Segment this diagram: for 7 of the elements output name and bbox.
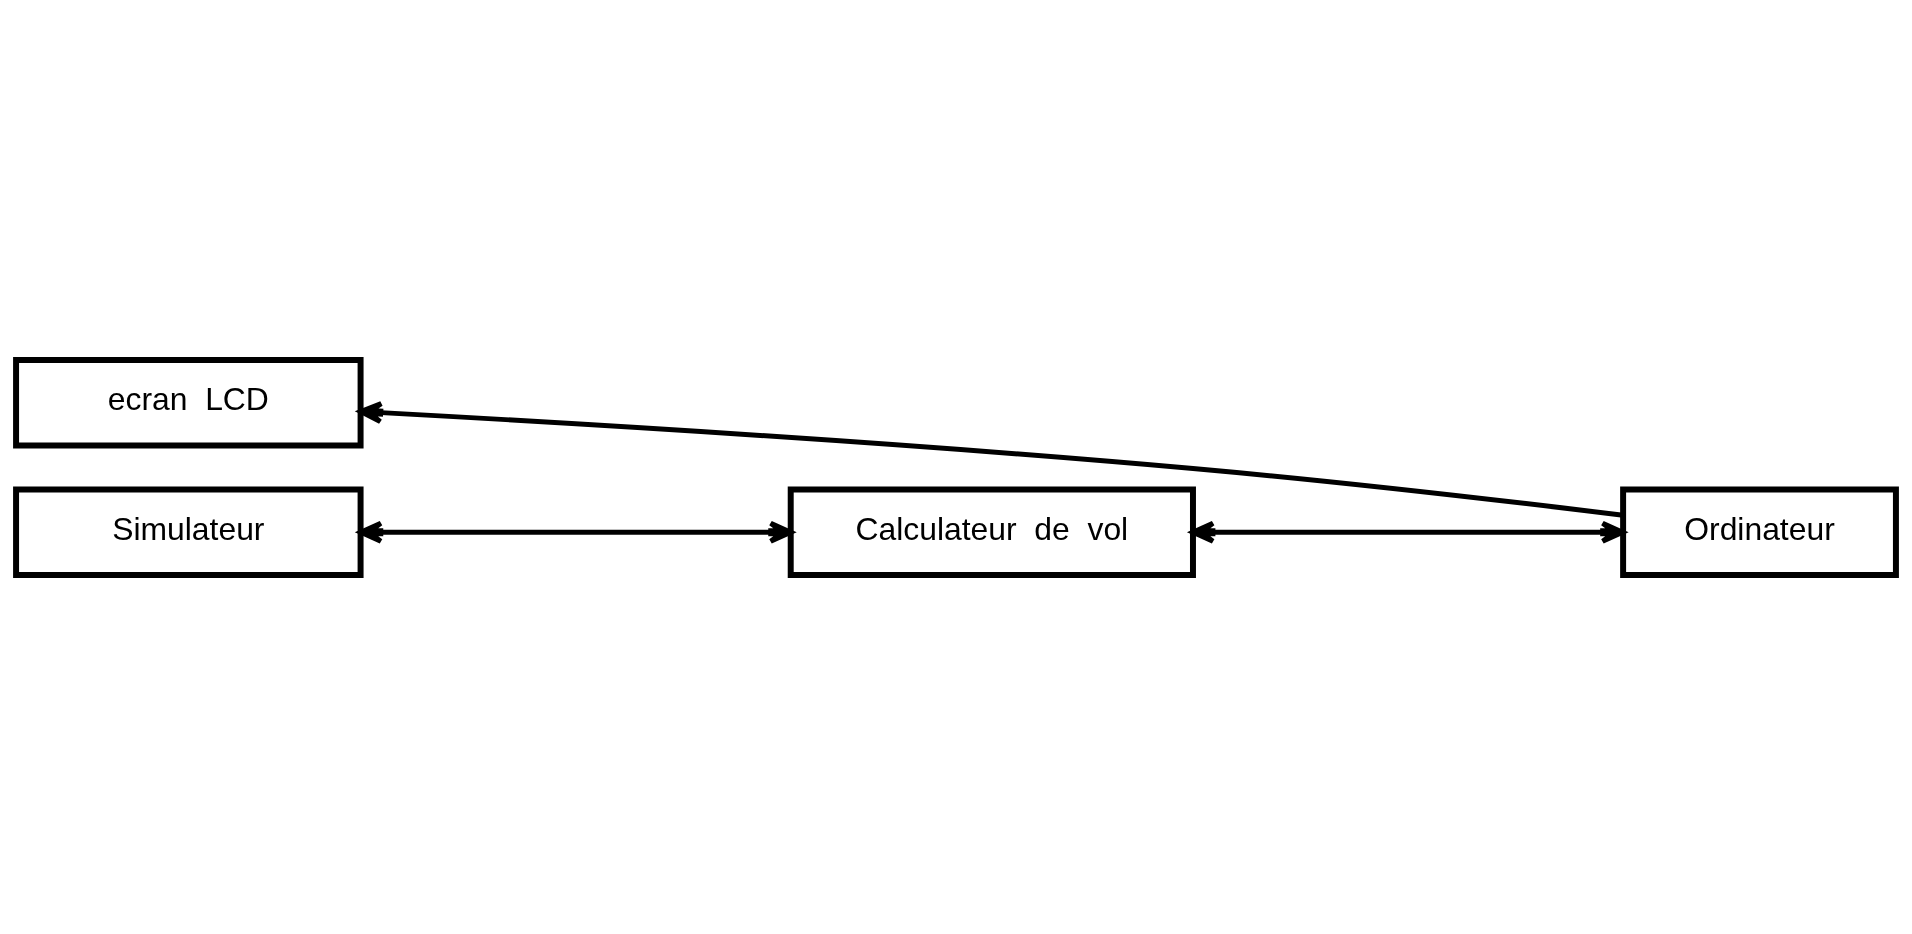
node-box: ecran LCD [13, 356, 364, 449]
node-box: Simulateur [13, 485, 364, 578]
node-box: Calculateur de vol [787, 485, 1196, 578]
arrow [358, 400, 1624, 518]
arrow [358, 520, 794, 544]
arrow [1190, 520, 1626, 544]
node-box: Ordinateur [1620, 485, 1899, 578]
